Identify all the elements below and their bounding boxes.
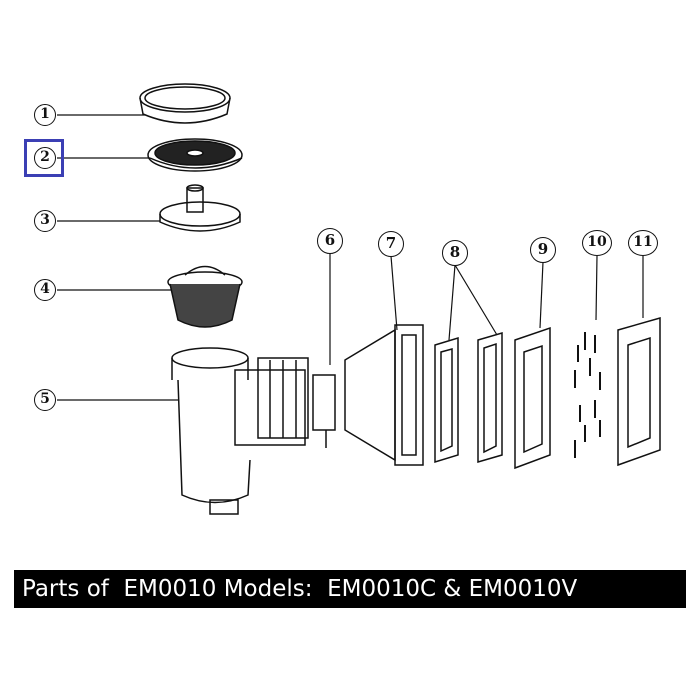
part-9-faceplate bbox=[514, 326, 551, 470]
part-label-9[interactable]: 9 bbox=[530, 237, 556, 263]
part-label-11[interactable]: 11 bbox=[628, 230, 658, 256]
part-10-screws bbox=[574, 332, 601, 458]
part-label-10[interactable]: 10 bbox=[582, 230, 612, 256]
part-7-faceplate-extension bbox=[344, 324, 424, 466]
part-2-lid bbox=[147, 138, 243, 172]
part-label-4[interactable]: 4 bbox=[34, 279, 56, 301]
selected-part-highlight bbox=[24, 139, 64, 177]
part-3-vacuum-plate bbox=[159, 184, 241, 232]
part-11-gasket bbox=[617, 317, 661, 467]
leader-lines bbox=[57, 114, 644, 401]
part-label-6[interactable]: 6 bbox=[317, 228, 343, 254]
part-label-7[interactable]: 7 bbox=[378, 231, 404, 257]
part-label-1[interactable]: 1 bbox=[34, 104, 56, 126]
part-6-weir bbox=[312, 374, 336, 448]
diagram-caption: Parts of EM0010 Models: EM0010C & EM0010… bbox=[14, 570, 686, 608]
part-8-gaskets bbox=[434, 332, 503, 464]
part-label-2[interactable]: 2 bbox=[34, 147, 56, 169]
part-label-8[interactable]: 8 bbox=[442, 240, 468, 266]
part-5-skimmer-body bbox=[171, 347, 309, 515]
part-4-basket bbox=[167, 265, 243, 328]
part-label-5[interactable]: 5 bbox=[34, 389, 56, 411]
part-1-collar bbox=[139, 83, 231, 124]
part-label-3[interactable]: 3 bbox=[34, 210, 56, 232]
